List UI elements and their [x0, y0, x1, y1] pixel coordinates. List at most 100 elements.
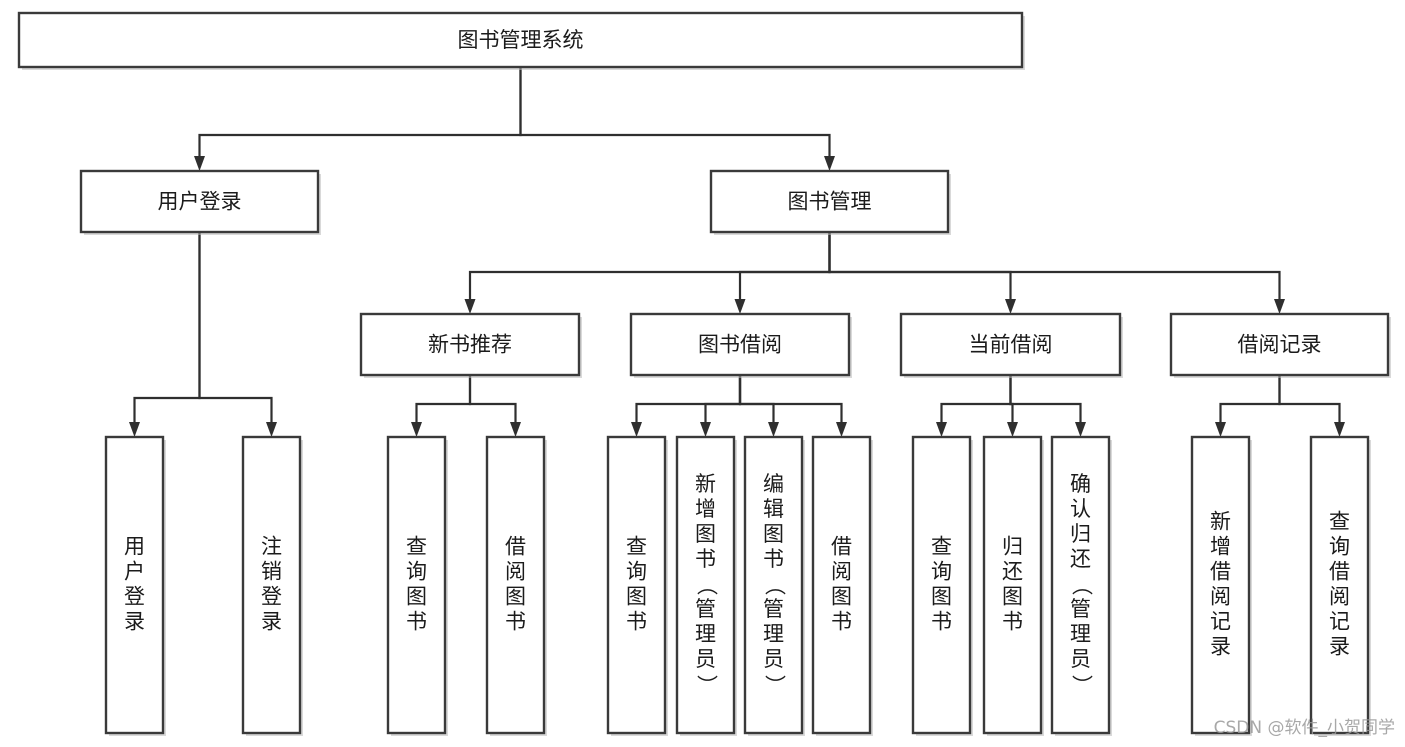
node-box[interactable] [79, 169, 320, 234]
node-label-char: 书 [1002, 610, 1023, 634]
edge-new-book-rec-to-leaf-query-book-1 [411, 375, 472, 437]
connector-line [704, 375, 742, 422]
edge-book-borrow-to-leaf-edit-book [738, 375, 779, 437]
node-label-char: 查 [406, 535, 427, 559]
node-label-char: 归 [1070, 522, 1091, 546]
edge-current-borrow-to-leaf-query-book-3 [936, 375, 1012, 437]
edge-current-borrow-to-leaf-confirm-return [1009, 375, 1086, 437]
connector-line [828, 232, 1281, 299]
node-label: 当前借阅 [969, 333, 1053, 357]
node-box[interactable] [811, 435, 872, 735]
node-box[interactable] [386, 435, 447, 735]
node-box[interactable] [485, 435, 546, 735]
node-box[interactable] [1190, 435, 1251, 735]
node-label-char: 书 [406, 610, 427, 634]
node-label-char: 管 [763, 597, 784, 621]
connector-line [738, 375, 775, 422]
node-label-char: （ [1070, 575, 1094, 596]
node-label: 图书借阅 [698, 333, 782, 357]
node-label-char: 阅 [831, 560, 852, 584]
node-new-book-rec[interactable]: 新书推荐 [359, 312, 582, 378]
node-box[interactable] [982, 435, 1043, 735]
node-box[interactable] [17, 11, 1024, 69]
node-leaf-user-login[interactable]: 用户登录 [104, 435, 166, 736]
edge-book-borrow-to-leaf-add-book [700, 375, 742, 437]
node-label-char: 用 [124, 535, 145, 559]
node-box[interactable] [675, 435, 736, 735]
node-box[interactable] [899, 312, 1122, 377]
connector-line [468, 232, 831, 299]
node-label-char: 阅 [1210, 585, 1231, 609]
node-box[interactable] [241, 435, 302, 735]
node-book-manage[interactable]: 图书管理 [709, 169, 951, 235]
connector-line [1278, 375, 1341, 422]
edge-book-borrow-to-leaf-borrow-book-2 [738, 375, 847, 437]
node-label-char: 书 [931, 610, 952, 634]
node-box[interactable] [606, 435, 667, 735]
arrow-head-icon [266, 422, 277, 437]
node-label-char: 管 [695, 597, 716, 621]
node-box[interactable] [359, 312, 581, 377]
node-box[interactable] [709, 169, 950, 234]
arrow-head-icon [824, 156, 835, 171]
node-root[interactable]: 图书管理系统 [17, 11, 1025, 70]
node-user-login[interactable]: 用户登录 [79, 169, 321, 235]
arrow-head-icon [1005, 299, 1016, 314]
node-label-char: 查 [1329, 510, 1350, 534]
edge-book-manage-to-borrow-record [828, 232, 1285, 314]
edge-root-to-book-manage [519, 67, 835, 171]
edge-borrow-record-to-leaf-add-record [1215, 375, 1281, 437]
node-box[interactable] [104, 435, 165, 735]
node-box[interactable] [629, 312, 851, 377]
node-label-char: 图 [626, 585, 647, 609]
node-label-char: 新 [695, 472, 716, 496]
node-label-char: 增 [695, 497, 716, 521]
node-box[interactable] [743, 435, 804, 735]
nodes-layer: 图书管理系统用户登录图书管理新书推荐图书借阅当前借阅借阅记录用户登录注销登录查询… [17, 11, 1391, 736]
node-box[interactable] [911, 435, 972, 735]
node-label-char: 图 [831, 585, 852, 609]
node-borrow-record[interactable]: 借阅记录 [1169, 312, 1391, 378]
connector-line [738, 375, 843, 422]
arrow-head-icon [1215, 422, 1226, 437]
connector-line [940, 375, 1012, 422]
node-label-char: ） [763, 675, 787, 696]
node-label-char: ） [1070, 675, 1094, 696]
node-box[interactable] [1309, 435, 1370, 735]
node-label-char: 图 [1002, 585, 1023, 609]
node-label-char: 图 [505, 585, 526, 609]
node-book-borrow[interactable]: 图书借阅 [629, 312, 852, 378]
node-label-char: 登 [124, 585, 145, 609]
node-box[interactable] [1169, 312, 1390, 377]
node-label-char: 归 [1002, 535, 1023, 559]
node-label-char: 理 [695, 622, 716, 646]
node-label-char: （ [695, 575, 719, 596]
node-box[interactable] [1050, 435, 1111, 735]
watermark-label: CSDN @软件_小贺同学 [1214, 718, 1395, 738]
connector-line [198, 67, 522, 156]
arrow-head-icon [1334, 422, 1345, 437]
node-current-borrow[interactable]: 当前借阅 [899, 312, 1123, 378]
arrow-head-icon [510, 422, 521, 437]
node-label-char: 图 [695, 522, 716, 546]
